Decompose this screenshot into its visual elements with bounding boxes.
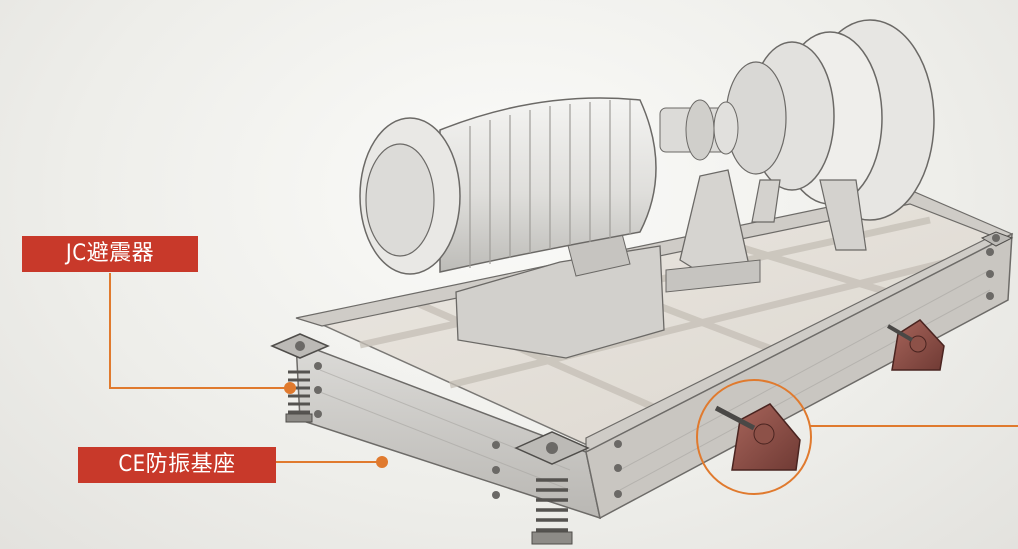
jc-isolator-front [514,431,590,545]
bolt-holes [314,248,994,499]
shaft-coupling [659,99,739,161]
ce-base-label: CE防振基座 [78,447,276,483]
jc-leader-line [109,273,286,389]
mounting-bracket-front [714,403,801,471]
jc-isolator-right [980,231,1014,247]
electric-motor [359,97,665,359]
bracket-highlight-circle [696,379,812,495]
mounting-bracket-back [886,319,945,371]
jc-isolator-label: JC避震器 [22,236,198,272]
ce-marker-dot [376,456,388,468]
base-side-face [585,232,1013,520]
jc-marker-dot [284,382,296,394]
bearing-pedestal [665,169,761,293]
pump-housing [725,19,935,251]
leader-lines [109,273,1018,495]
jc-isolator-left [270,333,330,423]
